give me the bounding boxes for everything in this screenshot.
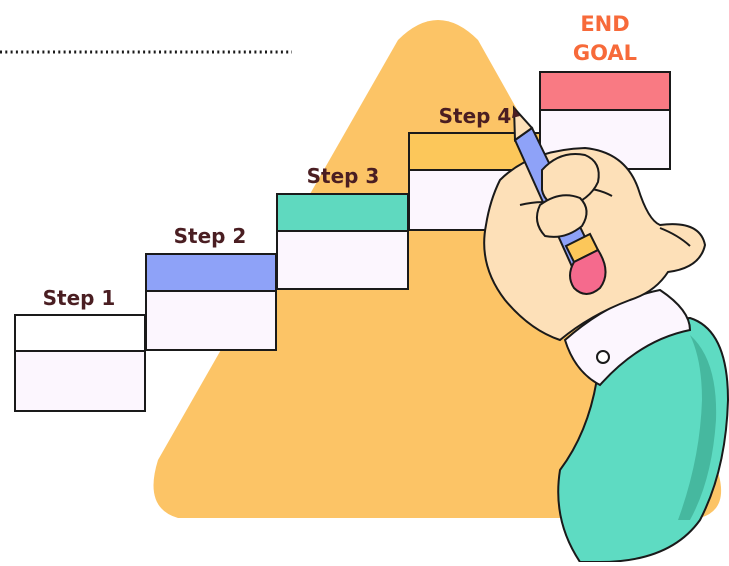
- step-3-body: [276, 230, 409, 290]
- step-2-label: Step 2: [174, 224, 247, 248]
- cuff-button: [596, 350, 610, 364]
- end-goal-block: [539, 71, 671, 170]
- step-3-top: [276, 193, 409, 232]
- step-2-block: [145, 253, 277, 351]
- pencil-lead: [512, 108, 520, 118]
- step-3-block: [276, 193, 409, 290]
- end-goal-top: [539, 71, 671, 111]
- thumb-line: [659, 227, 691, 247]
- step-1-top: [14, 314, 146, 352]
- step-4-label: Step 4: [439, 104, 512, 128]
- pencil-eraser: [569, 248, 607, 295]
- step-3-label: Step 3: [307, 164, 380, 188]
- hand-with-pencil: [483, 105, 729, 563]
- step-2-top: [145, 253, 277, 292]
- background-triangle: [153, 20, 722, 518]
- end-goal-label-line2: GOAL: [573, 41, 637, 65]
- end-goal-label-line1: END: [580, 12, 629, 36]
- step-1-body: [14, 350, 146, 412]
- step-2-body: [145, 290, 277, 351]
- step-1-label: Step 1: [43, 286, 116, 310]
- sleeve-shade: [678, 335, 717, 520]
- step-1-block: [14, 314, 146, 412]
- middle-finger: [535, 194, 588, 238]
